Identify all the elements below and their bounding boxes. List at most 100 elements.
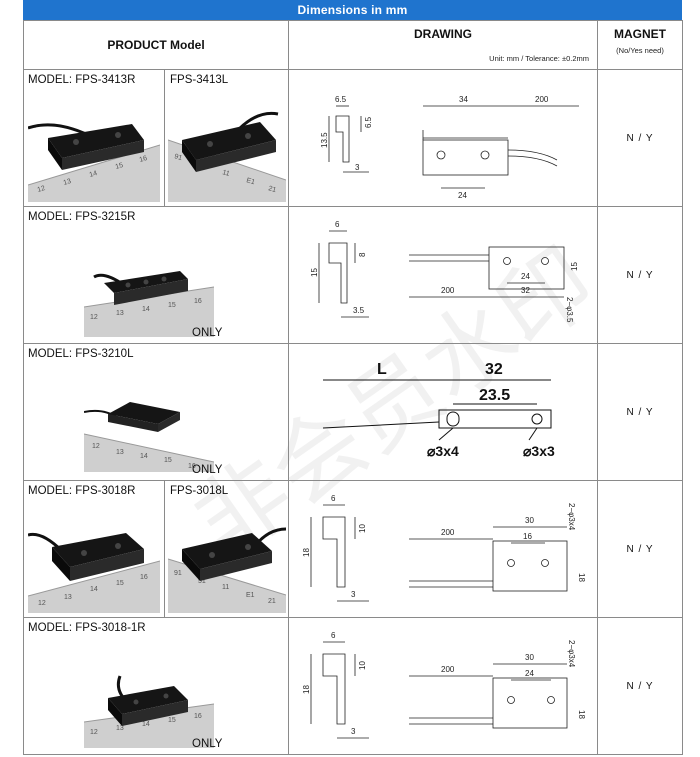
product-photo-r: 12 13 14 15 16 xyxy=(28,532,160,613)
ruler-mark: 14 xyxy=(142,721,150,728)
dim-label: 3 xyxy=(355,163,360,172)
dim-label: 6 xyxy=(331,494,336,503)
ruler-mark: 13 xyxy=(116,725,124,732)
ruler-mark: 13 xyxy=(64,594,72,601)
dim-label: ⌀3x4 xyxy=(427,443,459,459)
product-photo: 12 13 14 15 16 xyxy=(84,271,214,337)
dim-label: 18 xyxy=(302,548,311,557)
product-photo-r: 12 13 14 15 16 xyxy=(28,123,160,202)
cell-divider xyxy=(164,481,165,617)
ruler-mark: 13 xyxy=(116,449,124,456)
ruler-mark: 12 xyxy=(90,729,98,736)
product-photo: 12 13 14 15 16 xyxy=(84,402,214,472)
dim-label: 18 xyxy=(577,573,586,582)
technical-drawing: 6 18 10 3 30 24 200 18 xyxy=(302,631,586,739)
dim-label: 30 xyxy=(525,516,534,525)
technical-drawing: L 32 23.5 ⌀3x4 ⌀3x3 xyxy=(322,361,555,459)
model-label-alt: FPS-3018L xyxy=(170,485,229,497)
dim-label: 6 xyxy=(335,220,340,229)
dim-label: 24 xyxy=(525,669,534,678)
ruler-mark: 14 xyxy=(90,586,98,593)
dim-label: 18 xyxy=(302,685,311,694)
dim-label: 15 xyxy=(570,262,579,271)
dim-label: 3.5 xyxy=(353,306,365,315)
header-product: PRODUCT Model xyxy=(23,20,289,70)
header-drawing: DRAWING Unit: mm / Tolerance: ±0.2mm xyxy=(288,20,598,70)
ruler-mark: 12 xyxy=(92,443,100,450)
banner-title: Dimensions in mm xyxy=(23,0,682,20)
technical-drawing: 6.5 13.5 3 6.5 34 200 xyxy=(320,95,579,200)
dim-label: 2−φ3.5 xyxy=(565,297,574,323)
model-label: MODEL: FPS-3215R xyxy=(28,211,136,223)
ruler-mark-mirror: 11 xyxy=(221,169,230,178)
ruler-mark-mirror: E1 xyxy=(245,177,255,186)
dim-label: 18 xyxy=(577,710,586,719)
magnet-cell: N / Y xyxy=(597,343,683,481)
ruler-mark: 12 xyxy=(37,185,47,194)
dim-label: 200 xyxy=(441,286,455,295)
product-photo-l: 91 51 11 E1 21 xyxy=(168,111,286,202)
ruler-mark: 14 xyxy=(89,170,99,179)
model-label: MODEL: FPS-3210L xyxy=(28,348,134,360)
dim-label: 10 xyxy=(358,661,367,670)
ruler-mark: 12 xyxy=(38,600,46,607)
dim-label: 16 xyxy=(523,532,532,541)
drawing-cell: 6 15 8 3.5 200 32 24 15 xyxy=(288,206,598,344)
magnet-cell: N / Y xyxy=(597,69,683,207)
dim-label: 2−φ3x4 xyxy=(567,503,576,531)
ruler-mark: 15 xyxy=(115,162,125,171)
drawing-cell: 6.5 13.5 3 6.5 34 200 xyxy=(288,69,598,207)
ruler-mark: 16 xyxy=(139,155,149,164)
dim-label: 200 xyxy=(441,665,455,674)
header-magnet-sub: (No/Yes need) xyxy=(616,46,664,55)
ruler-mark: 15 xyxy=(164,457,172,464)
dim-label: 3 xyxy=(351,727,356,736)
magnet-cell: N / Y xyxy=(597,617,683,755)
magnet-cell: N / Y xyxy=(597,480,683,618)
dim-label: 2−φ3x4 xyxy=(567,640,576,668)
product-cell: MODEL: FPS-3018R FPS-3018L 12 13 14 15 1… xyxy=(23,480,289,618)
dim-label: 3 xyxy=(351,590,356,599)
dim-label: 200 xyxy=(441,528,455,537)
technical-drawing: 6 15 8 3.5 200 32 24 15 xyxy=(310,220,579,323)
product-cell: MODEL: FPS-3215R 12 13 14 15 16 ONLY xyxy=(23,206,289,344)
dim-label: 8 xyxy=(358,252,367,257)
ruler-mark: 16 xyxy=(194,298,202,305)
technical-drawing: 6 18 10 3 30 16 200 18 xyxy=(302,494,586,602)
table-row: MODEL: FPS-3413R FPS-3413L 12 13 14 15 1… xyxy=(23,69,683,207)
ruler-mark-mirror: 21 xyxy=(267,185,277,194)
ruler-mark: 14 xyxy=(140,453,148,460)
ruler-mark: 16 xyxy=(140,574,148,581)
dim-label: 32 xyxy=(521,286,530,295)
product-cell: MODEL: FPS-3210L 12 13 14 15 16 ONLY xyxy=(23,343,289,481)
ruler-mark-mirror: 51 xyxy=(198,578,206,585)
only-label: ONLY xyxy=(192,464,223,476)
only-label: ONLY xyxy=(192,738,223,750)
ruler-mark: 12 xyxy=(90,314,98,321)
model-label: MODEL: FPS-3413R xyxy=(28,74,136,86)
header-drawing-label: DRAWING xyxy=(414,27,472,41)
header-magnet: MAGNET (No/Yes need) xyxy=(597,20,683,70)
dim-label: 32 xyxy=(485,361,503,378)
dim-label: 23.5 xyxy=(479,387,510,404)
dim-label: 15 xyxy=(310,268,319,277)
ruler-mark: 13 xyxy=(63,178,73,187)
product-cell: MODEL: FPS-3018-1R 12 13 14 15 16 ONLY xyxy=(23,617,289,755)
product-photo-l: 91 51 11 E1 21 xyxy=(168,527,286,613)
product-photo: 12 13 14 15 16 xyxy=(84,675,214,748)
dim-label: 30 xyxy=(525,653,534,662)
table-row: MODEL: FPS-3018-1R 12 13 14 15 16 ONLY xyxy=(23,617,683,755)
ruler-mark: 15 xyxy=(168,717,176,724)
cell-divider xyxy=(164,70,165,206)
dim-label: ⌀3x3 xyxy=(523,443,555,459)
ruler-mark-mirror: 91 xyxy=(174,570,182,577)
drawing-cell: 6 18 10 3 30 24 200 18 xyxy=(288,617,598,755)
dim-label: 200 xyxy=(535,95,549,104)
dim-label: 6 xyxy=(331,631,336,640)
ruler-mark: 13 xyxy=(116,310,124,317)
dim-label: 10 xyxy=(358,524,367,533)
ruler-mark-mirror: E1 xyxy=(246,592,255,599)
only-label: ONLY xyxy=(192,327,223,339)
ruler-mark: 15 xyxy=(116,580,124,587)
